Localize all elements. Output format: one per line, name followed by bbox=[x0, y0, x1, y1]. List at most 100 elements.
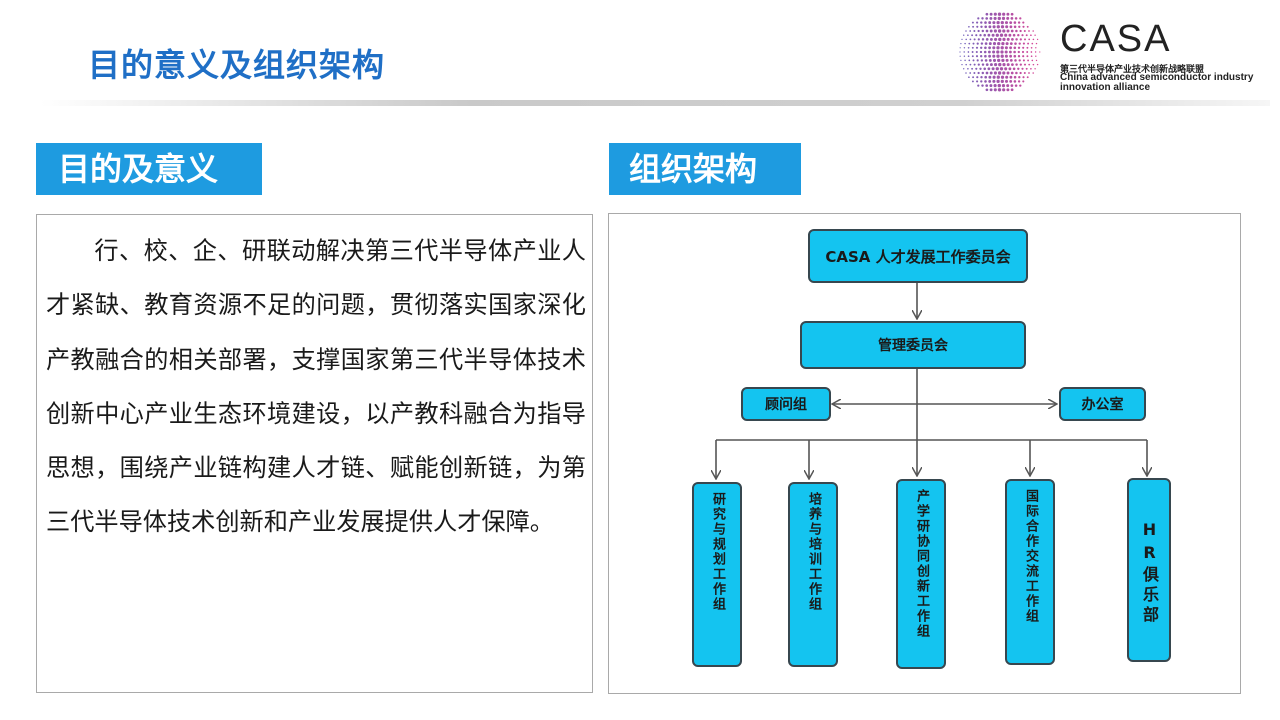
globe-dot bbox=[996, 46, 1000, 50]
globe-dot bbox=[963, 47, 966, 49]
globe-dot bbox=[1035, 42, 1038, 45]
globe-dot bbox=[1015, 63, 1018, 66]
globe-dot bbox=[980, 59, 984, 62]
globe-dot bbox=[1010, 29, 1014, 33]
globe-dot bbox=[1021, 67, 1024, 70]
globe-dot bbox=[992, 58, 997, 62]
globe-dot bbox=[997, 58, 1001, 63]
globe-dot bbox=[1023, 71, 1026, 75]
globe-dot bbox=[983, 67, 986, 71]
globe-dot bbox=[964, 59, 966, 62]
globe-dot bbox=[992, 79, 996, 83]
globe-dot bbox=[1026, 25, 1029, 28]
globe-dot bbox=[1013, 54, 1017, 58]
globe-dot bbox=[1001, 41, 1005, 46]
globe-dot bbox=[1034, 51, 1037, 53]
globe-dot bbox=[1032, 38, 1035, 41]
globe-dot bbox=[1015, 29, 1018, 33]
globe-dot bbox=[1030, 67, 1032, 70]
globe-dot bbox=[1004, 79, 1009, 83]
org-chart-connectors bbox=[609, 283, 1242, 695]
globe-dot bbox=[967, 55, 970, 58]
node-management-committee-label: 管理委员会 bbox=[878, 338, 948, 354]
globe-dot bbox=[1027, 42, 1030, 45]
globe-dot bbox=[992, 46, 996, 50]
globe-dot bbox=[988, 25, 992, 29]
globe-dot bbox=[992, 25, 996, 29]
globe-dot bbox=[1025, 34, 1028, 37]
globe-dot bbox=[1035, 59, 1038, 62]
globe-dot bbox=[1006, 88, 1010, 92]
globe-dot bbox=[1000, 79, 1004, 84]
globe-dot bbox=[1017, 50, 1020, 54]
globe-dot bbox=[1036, 38, 1039, 41]
globe-dot bbox=[1004, 54, 1008, 58]
globe-dot bbox=[1005, 75, 1009, 79]
globe-dot bbox=[999, 67, 1004, 71]
globe-dot bbox=[977, 29, 980, 33]
globe-dot bbox=[960, 42, 962, 45]
purpose-heading: 目的及意义 bbox=[36, 143, 262, 195]
globe-dot bbox=[1028, 30, 1030, 32]
globe-dot bbox=[1013, 50, 1016, 54]
logo-chinese-name: 第三代半导体产业技术创新战略联盟 bbox=[1060, 65, 1205, 75]
globe-dot bbox=[1002, 29, 1006, 33]
globe-dot bbox=[972, 42, 975, 45]
globe-dot bbox=[968, 76, 970, 79]
globe-dot bbox=[1030, 51, 1033, 53]
node-casa-committee: CASA 人才发展工作委员会 bbox=[808, 229, 1028, 283]
globe-dot bbox=[976, 42, 979, 45]
globe-dot bbox=[998, 37, 1002, 42]
globe-dot bbox=[963, 34, 965, 36]
globe-dot bbox=[976, 80, 979, 83]
globe-dot bbox=[977, 63, 980, 66]
globe-dot bbox=[976, 59, 979, 62]
globe-dot bbox=[1006, 16, 1010, 20]
globe-dot bbox=[975, 67, 978, 70]
globe-dot bbox=[996, 50, 1000, 54]
globe-dot bbox=[1017, 80, 1021, 83]
globe-dot bbox=[997, 88, 1002, 92]
purpose-panel: 行、校、企、研联动解决第三代半导体产业人才紧缺、教育资源不足的问题，贯彻落实国家… bbox=[36, 214, 593, 693]
globe-dot bbox=[981, 38, 985, 41]
globe-dot bbox=[963, 68, 965, 70]
globe-dot bbox=[1013, 75, 1017, 79]
globe-dot bbox=[1009, 42, 1013, 45]
node-advisory-group: 顾问组 bbox=[741, 387, 831, 421]
globe-dot bbox=[993, 84, 997, 88]
globe-dot bbox=[984, 59, 988, 62]
globe-dot bbox=[991, 33, 995, 37]
globe-dot bbox=[1011, 38, 1014, 41]
logo-english-name-line1: China advanced semiconductor industry bbox=[1060, 72, 1254, 83]
globe-dot bbox=[1010, 88, 1014, 92]
globe-dot bbox=[985, 88, 989, 92]
globe-dot bbox=[1011, 63, 1014, 66]
globe-dot bbox=[984, 25, 988, 29]
globe-dot bbox=[997, 16, 1001, 21]
globe-dot bbox=[965, 63, 967, 66]
globe-dot bbox=[989, 16, 993, 20]
globe-dot bbox=[1034, 68, 1036, 70]
globe-dot bbox=[967, 46, 970, 49]
org-chart-panel: CASA 人才发展工作委员会 管理委员会 顾问组 办公室 研究与规划工作组 培养… bbox=[608, 213, 1241, 694]
globe-dot bbox=[971, 80, 974, 83]
globe-dot bbox=[985, 12, 989, 16]
globe-dot bbox=[988, 79, 992, 83]
globe-dot bbox=[997, 12, 1002, 16]
node-casa-committee-label: CASA 人才发展工作委员会 bbox=[825, 247, 1011, 266]
globe-dot bbox=[977, 38, 980, 41]
globe-dot bbox=[1035, 47, 1037, 49]
globe-dot bbox=[1018, 25, 1021, 28]
globe-dot bbox=[1004, 33, 1008, 37]
globe-dot bbox=[988, 21, 992, 25]
title-divider bbox=[40, 100, 1270, 106]
globe-dot bbox=[994, 63, 998, 67]
globe-dot bbox=[1035, 55, 1037, 57]
globe-dot bbox=[999, 33, 1004, 37]
globe-dot bbox=[992, 42, 997, 46]
globe-dot bbox=[1030, 34, 1032, 37]
globe-dot bbox=[975, 46, 979, 49]
globe-dot bbox=[993, 12, 997, 16]
globe-dot bbox=[1013, 25, 1017, 29]
globe-dot bbox=[1021, 50, 1025, 54]
